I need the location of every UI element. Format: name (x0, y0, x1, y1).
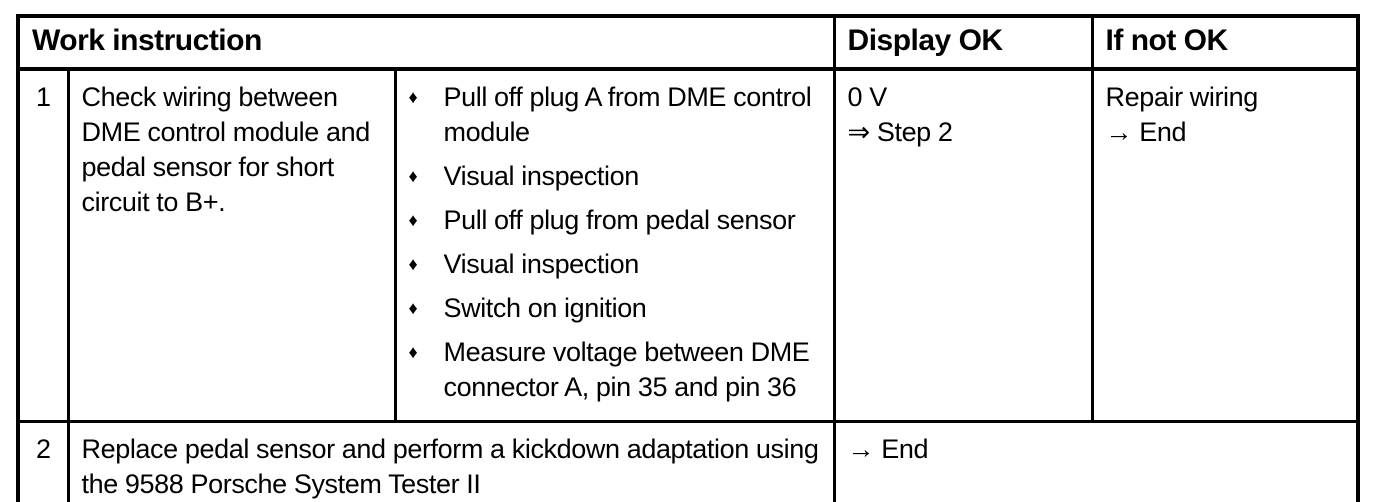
diamond-bullet-icon: ♦ (408, 210, 418, 230)
procedure-item: ♦ Visual inspection (409, 247, 825, 282)
header-row: Work instruction Display OK If not OK (16, 14, 1360, 71)
procedure-item: ♦ Visual inspection (409, 159, 825, 194)
procedure-text: Pull off plug A from DME control module (443, 82, 812, 147)
procedure-text: Pull off plug from pedal sensor (443, 205, 796, 235)
display-ok-next-step: ⇒ Step 2 (847, 117, 953, 147)
procedure-text: Visual inspection (443, 161, 640, 191)
instruction-description: Replace pedal sensor and perform a kickd… (66, 420, 836, 502)
header-work-instruction: Work instruction (16, 14, 836, 71)
diamond-bullet-icon: ♦ (408, 342, 418, 362)
procedure-text: Visual inspection (443, 249, 640, 279)
if-not-ok-action: Repair wiring (1105, 82, 1259, 112)
procedure-text: Measure voltage between DME connector A,… (443, 337, 810, 402)
step-number: 2 (16, 420, 70, 502)
procedure-list: ♦ Pull off plug A from DME control modul… (409, 80, 825, 405)
diamond-bullet-icon: ♦ (408, 87, 418, 107)
procedure-item: ♦ Switch on ignition (409, 291, 825, 326)
step-number: 1 (16, 67, 70, 423)
procedure-list-cell: ♦ Pull off plug A from DME control modul… (393, 67, 836, 423)
work-instruction-table: Work instruction Display OK If not OK 1 … (16, 14, 1361, 502)
procedure-text: Switch on ignition (443, 293, 647, 323)
diamond-bullet-icon: ♦ (408, 298, 418, 318)
result-cell: → End (832, 420, 1360, 502)
if-not-ok-cell: Repair wiring → End (1090, 67, 1360, 423)
header-if-not-ok: If not OK (1090, 14, 1360, 71)
header-display-ok: Display OK (832, 14, 1094, 71)
procedure-item: ♦ Pull off plug from pedal sensor (409, 203, 825, 238)
display-ok-value: 0 V (847, 82, 888, 112)
diamond-bullet-icon: ♦ (408, 254, 418, 274)
procedure-item: ♦ Measure voltage between DME connector … (409, 335, 825, 405)
if-not-ok-next-step: → End (1105, 117, 1187, 147)
procedure-item: ♦ Pull off plug A from DME control modul… (409, 80, 825, 150)
diamond-bullet-icon: ♦ (408, 166, 418, 186)
instruction-description: Check wiring between DME control module … (66, 67, 397, 423)
table-row-step-1: 1 Check wiring between DME control modul… (16, 67, 1360, 423)
display-ok-cell: 0 V ⇒ Step 2 (832, 67, 1094, 423)
table-row-step-2: 2 Replace pedal sensor and perform a kic… (16, 420, 1360, 502)
